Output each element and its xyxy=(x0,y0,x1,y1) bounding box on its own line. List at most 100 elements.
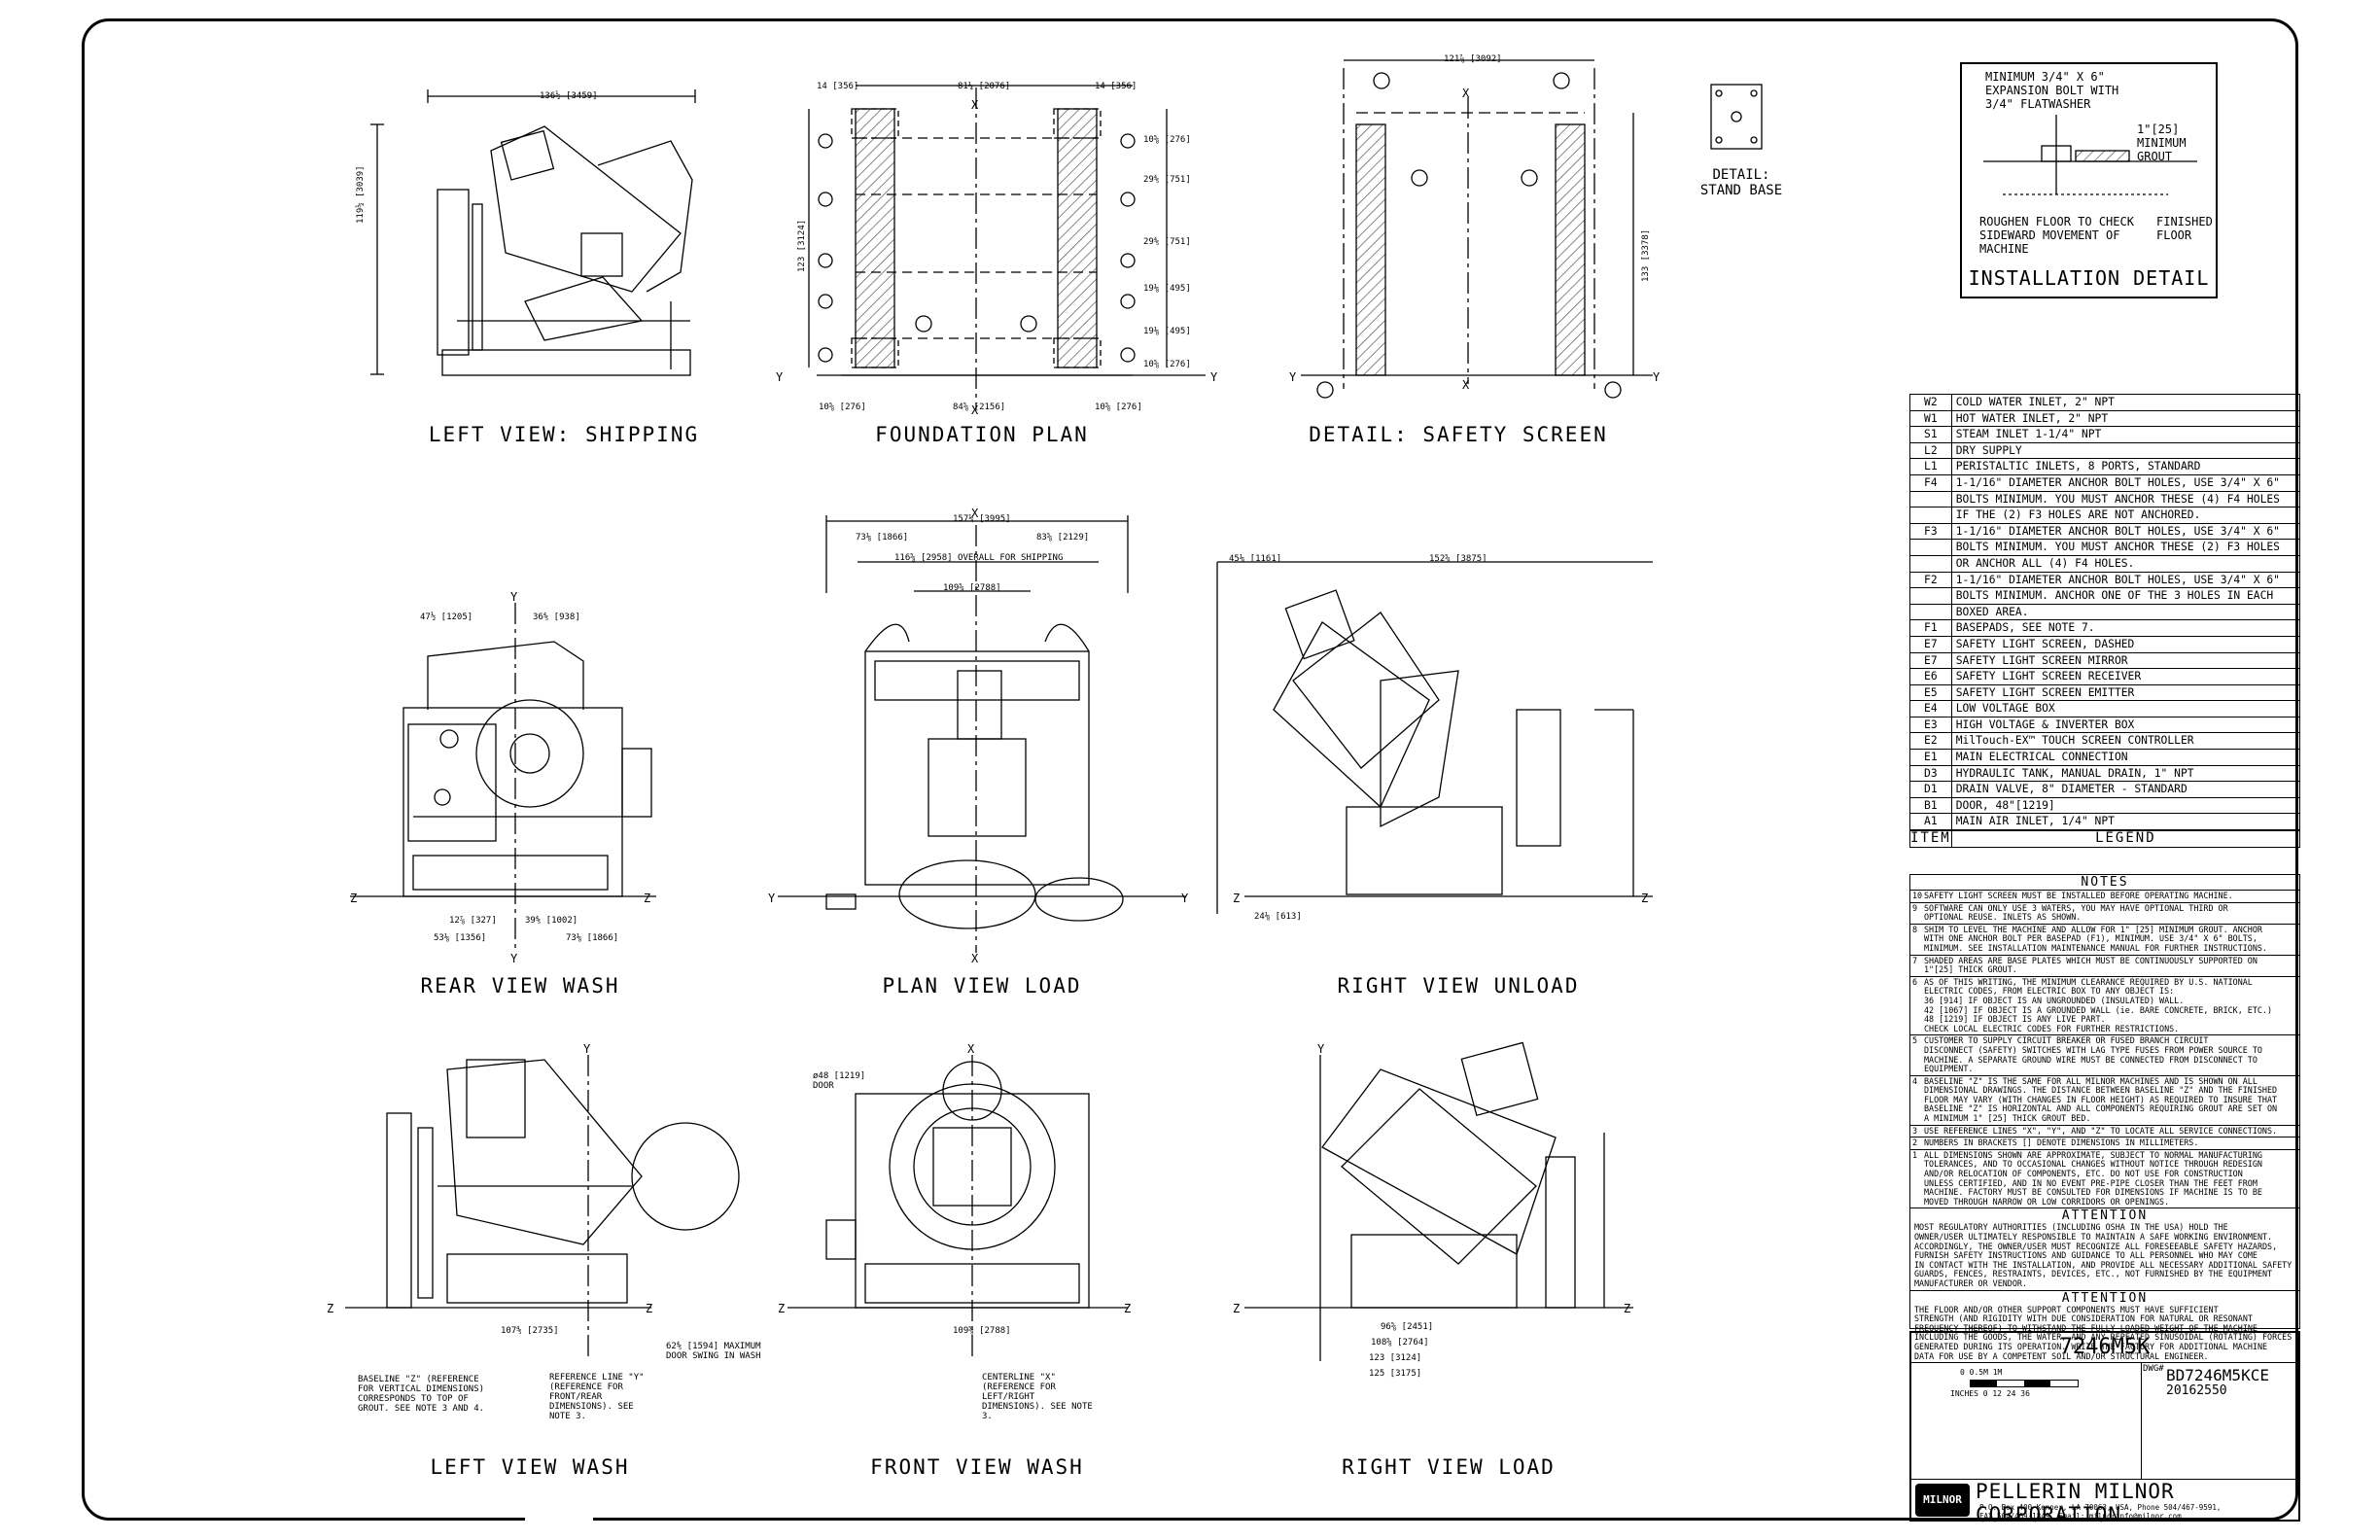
svg-text:X: X xyxy=(1462,87,1470,100)
legend-code: E2 xyxy=(1909,732,1952,751)
legend-text: SAFETY LIGHT SCREEN MIRROR xyxy=(1950,651,2301,670)
legend-text: 1-1/16" DIAMETER ANCHOR BOLT HOLES, USE … xyxy=(1950,473,2301,492)
note-number: 3 xyxy=(1912,1125,1918,1136)
svg-text:Z: Z xyxy=(1641,892,1648,905)
note-item: 1 ALL DIMENSIONS SHOWN ARE APPROXIMATE, S… xyxy=(1910,1150,2299,1209)
right-view-unload-drawing xyxy=(1216,561,1653,914)
legend-header-item: ITEM xyxy=(1909,829,1952,848)
legend-text: COLD WATER INLET, 2" NPT xyxy=(1950,394,2301,411)
svg-text:X: X xyxy=(971,403,979,417)
found-r4-dim: 19⅛ [495] xyxy=(1143,284,1191,294)
title-right-view-unload: RIGHT VIEW UNLOAD xyxy=(1337,974,1580,998)
found-top-mid-dim: 81¼ [2076] xyxy=(958,82,1011,91)
sheet-border-gap xyxy=(525,1512,593,1525)
note-number: 6 xyxy=(1912,976,1918,987)
note-number: 1 xyxy=(1912,1149,1918,1160)
note-text: SAFETY LIGHT SCREEN MUST BE INSTALLED BE… xyxy=(1924,891,2233,900)
note-number: 10 xyxy=(1912,891,1923,900)
svg-text:Y: Y xyxy=(776,370,784,384)
legend-code: S1 xyxy=(1909,426,1952,443)
legend-code: E3 xyxy=(1909,716,1952,734)
note-text: SHADED AREAS ARE BASE PLATES WHICH MUST … xyxy=(1924,955,2258,975)
title-right-view-load: RIGHT VIEW LOAD xyxy=(1342,1455,1556,1479)
svg-text:X: X xyxy=(971,952,979,965)
svg-text:Z: Z xyxy=(1624,1302,1630,1315)
svg-text:Y: Y xyxy=(583,1042,591,1056)
dwg-number: BD7246M5KCE xyxy=(2166,1366,2269,1384)
legend-text: SAFETY LIGHT SCREEN RECEIVER xyxy=(1950,668,2301,685)
legend-text: SAFETY LIGHT SCREEN, DASHED xyxy=(1950,635,2301,653)
legend-code: L1 xyxy=(1909,458,1952,475)
note-text: AS OF THIS WRITING, THE MINIMUM CLEARANC… xyxy=(1924,976,2272,1033)
legend-text: DOOR, 48"[1219] xyxy=(1950,796,2301,815)
rear-bottom-c-dim: 53⅛ [1356] xyxy=(434,933,487,943)
scale-area: 0 0.5M 1M INCHES 0 12 24 36 xyxy=(1911,1362,2142,1479)
legend-code xyxy=(1909,507,1952,524)
svg-text:X: X xyxy=(971,507,979,520)
note-number: 8 xyxy=(1912,924,1918,934)
ref-line-y-note: REFERENCE LINE "Y" (REFERENCE FOR FRONT/… xyxy=(549,1373,645,1421)
legend-text: STEAM INLET 1-1/4" NPT xyxy=(1950,426,2301,443)
title-left-view-shipping: LEFT VIEW: SHIPPING xyxy=(428,423,700,446)
note-text: ALL DIMENSIONS SHOWN ARE APPROXIMATE, SU… xyxy=(1924,1149,2262,1207)
legend-text: HOT WATER INLET, 2" NPT xyxy=(1950,409,2301,428)
left-view-wash-drawing xyxy=(345,1055,740,1361)
legend-text: DRY SUPPLY xyxy=(1950,441,2301,460)
legend-text: 1-1/16" DIAMETER ANCHOR BOLT HOLES, USE … xyxy=(1950,571,2301,589)
legend-text: MAIN AIR INLET, 1/4" NPT xyxy=(1950,813,2301,831)
svg-text:Z: Z xyxy=(1124,1302,1131,1315)
foundation-plan-drawing xyxy=(808,85,1206,408)
svg-text:Y: Y xyxy=(1210,370,1218,384)
legend-text: IF THE (2) F3 HOLES ARE NOT ANCHORED. xyxy=(1950,507,2301,524)
door-swing-note: 62⅘ [1594] MAXIMUM DOOR SWING IN WASH xyxy=(666,1342,761,1361)
title-foundation-plan: FOUNDATION PLAN xyxy=(875,423,1089,446)
legend-code: B1 xyxy=(1909,796,1952,815)
legend-code: F4 xyxy=(1909,473,1952,492)
legend-text: MAIN ELECTRICAL CONNECTION xyxy=(1950,749,2301,766)
legend-text: MilTouch-EX™ TOUCH SCREEN CONTROLLER xyxy=(1950,732,2301,751)
baseline-z-note: BASELINE "Z" (REFERENCE FOR VERTICAL DIM… xyxy=(358,1375,485,1414)
note-number: 4 xyxy=(1912,1075,1918,1086)
legend-row: IF THE (2) F3 HOLES ARE NOT ANCHORED. xyxy=(1909,507,2301,524)
legend-text: OR ANCHOR ALL (4) F4 HOLES. xyxy=(1950,554,2301,573)
attention-box-1: ATTENTION MOST REGULATORY AUTHORITIES (I… xyxy=(1910,1208,2299,1291)
svg-text:X: X xyxy=(1462,378,1470,392)
load-bottom-d-dim: 125 [3175] xyxy=(1369,1369,1422,1379)
safety-height-dim: 133 [3378] xyxy=(1641,228,1651,282)
svg-text:X: X xyxy=(967,1042,975,1056)
legend-text: LOW VOLTAGE BOX xyxy=(1950,700,2301,718)
svg-text:Y: Y xyxy=(768,892,776,905)
stand-base-drawing xyxy=(1710,84,1763,150)
legend-text: HIGH VOLTAGE & INVERTER BOX xyxy=(1950,716,2301,734)
note-text: CUSTOMER TO SUPPLY CIRCUIT BREAKER OR FU… xyxy=(1924,1035,2262,1074)
legend-text: PERISTALTIC INLETS, 8 PORTS, STANDARD xyxy=(1950,458,2301,475)
legend-text: BOXED AREA. xyxy=(1950,603,2301,621)
found-top-left-dim: 14 [356] xyxy=(817,82,859,91)
ship-width-dim: 136½ [3459] xyxy=(540,91,598,101)
note-text: SHIM TO LEVEL THE MACHINE AND ALLOW FOR … xyxy=(1924,924,2267,953)
attention-text-1: MOST REGULATORY AUTHORITIES (INCLUDING O… xyxy=(1914,1222,2292,1288)
legend-text: DRAIN VALVE, 8" DIAMETER - STANDARD xyxy=(1950,781,2301,798)
rear-bottom-b-dim: 39⅘ [1002] xyxy=(525,916,578,926)
scale-bar xyxy=(1970,1380,2079,1387)
model-number: 7246M5K xyxy=(1911,1333,2298,1363)
legend-code: E5 xyxy=(1909,683,1952,702)
svg-text:Y: Y xyxy=(1653,370,1661,384)
